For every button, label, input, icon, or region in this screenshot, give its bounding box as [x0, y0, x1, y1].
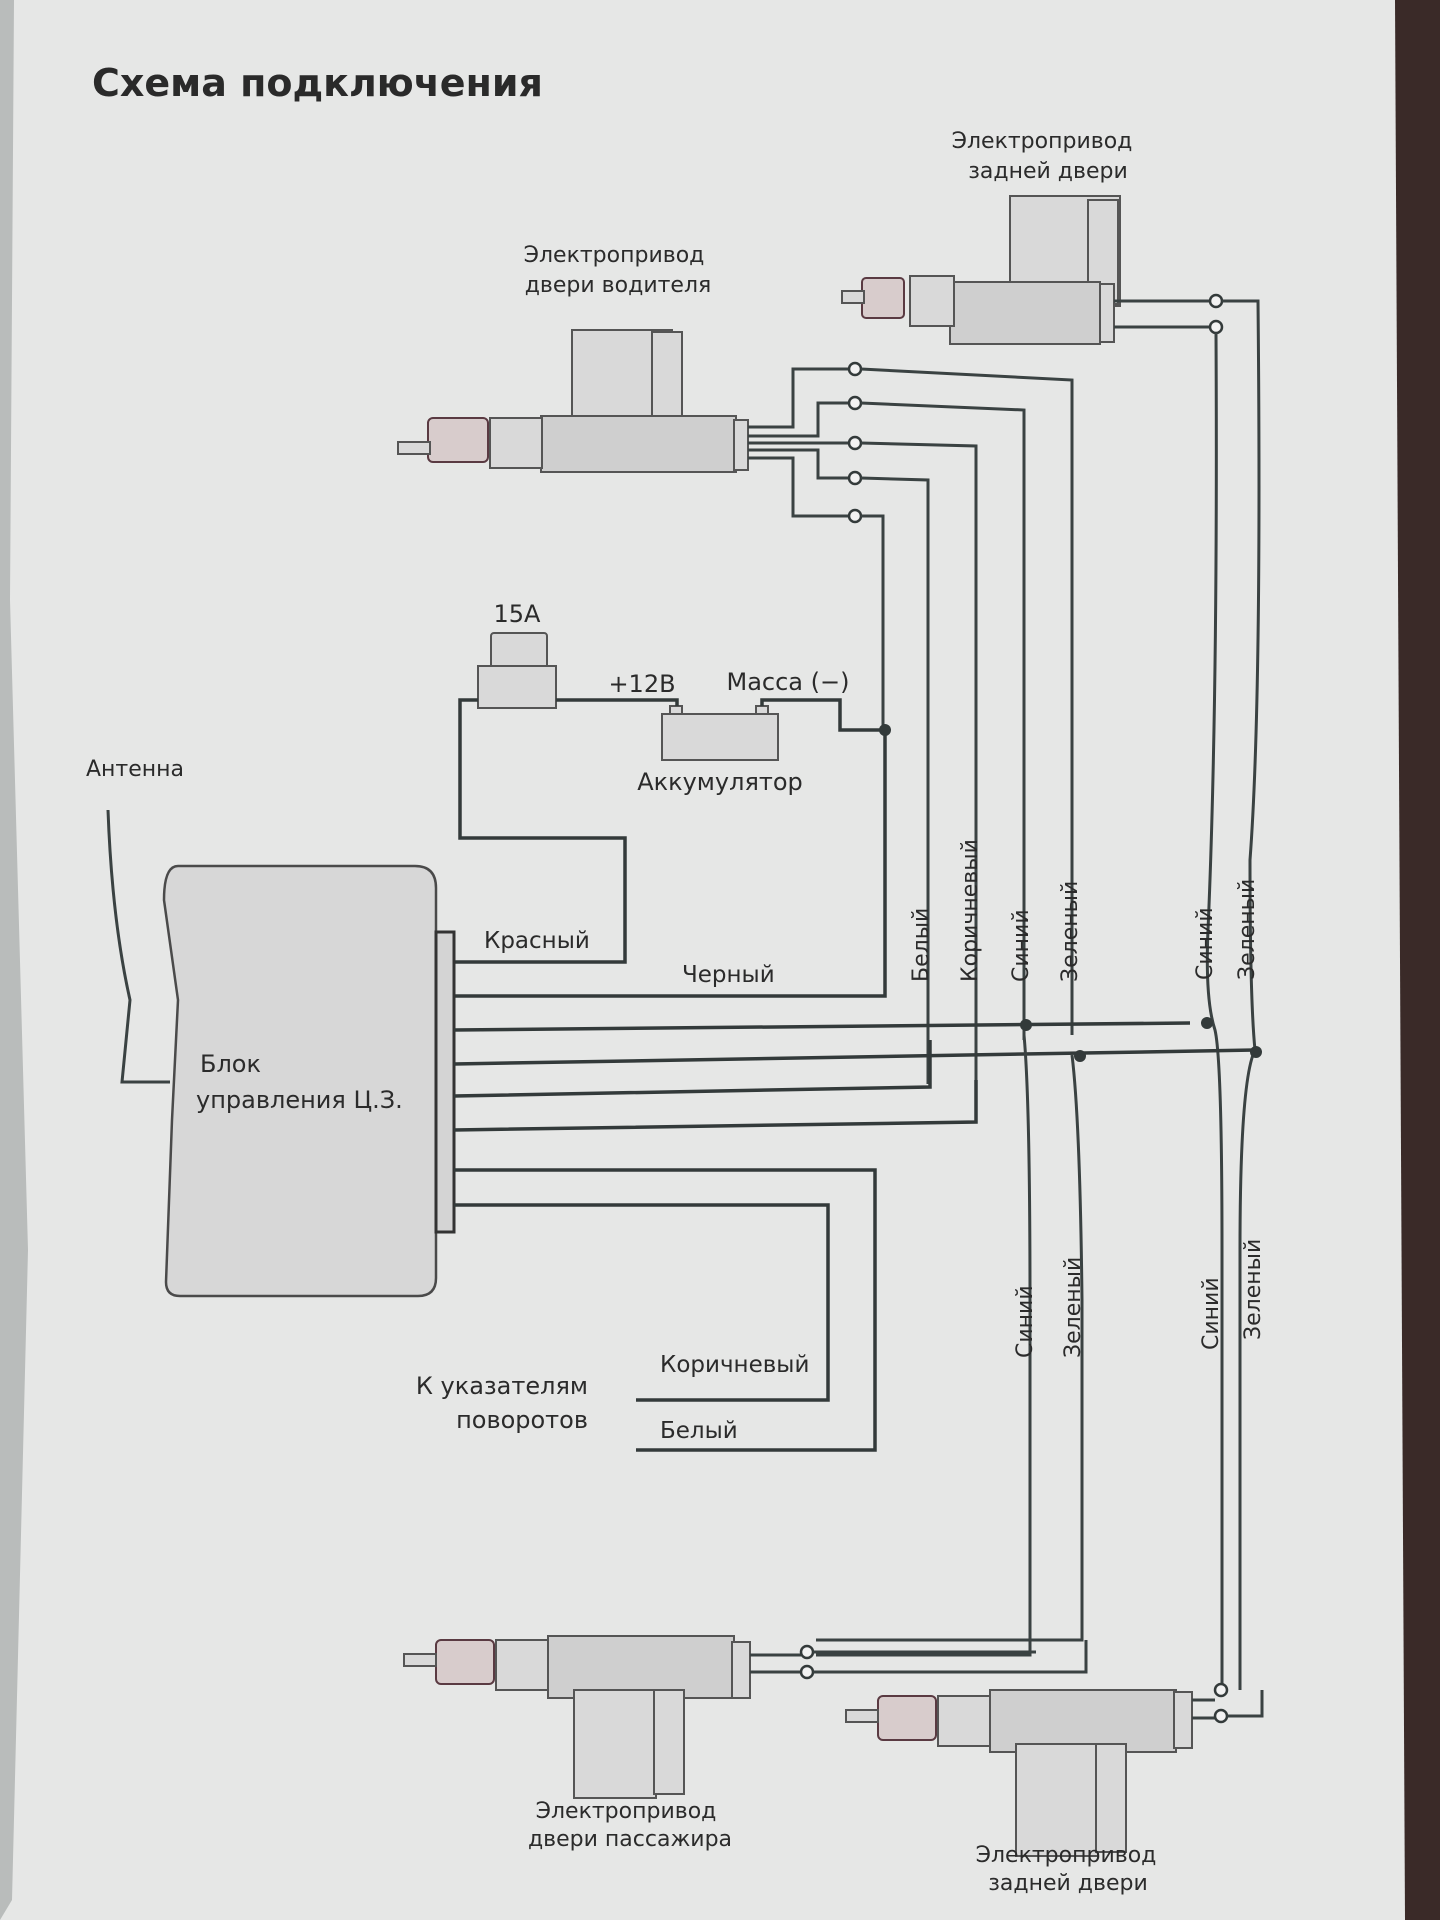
plunger-rod [403, 1653, 437, 1667]
control-unit-label-2: управления Ц.З. [196, 1086, 403, 1114]
rear-bottom-actuator-label-1: Электропривод [976, 1843, 1157, 1868]
battery-label: Аккумулятор [637, 768, 803, 796]
junction-node [1201, 1017, 1213, 1029]
plunger-rod [841, 290, 865, 304]
actuator-end [731, 1641, 751, 1699]
antenna-label: Антенна [86, 757, 184, 782]
rubber-boot [877, 1695, 937, 1741]
battery-negative-terminal [755, 705, 769, 715]
rubber-boot [435, 1639, 495, 1685]
motor-cap [653, 1689, 685, 1795]
actuator-end [1099, 283, 1115, 343]
actuator-neck [489, 417, 543, 469]
terminal [847, 361, 863, 377]
connector-block[interactable] [434, 930, 456, 1234]
power-circuit: 15А +12В Масса (−) Аккумулятор [455, 600, 891, 998]
blue-wire-label: Синий [1009, 909, 1034, 982]
rubber-boot [861, 277, 905, 319]
driver-wires [748, 361, 1074, 1108]
fuse-rating: 15А [494, 600, 542, 628]
green-wire-label-rear: Зеленый [1235, 879, 1260, 980]
rear-top-wires [1114, 293, 1261, 1690]
actuator-neck [495, 1639, 549, 1691]
actuator-body [989, 1689, 1177, 1753]
rear-top-actuator: Электропривод задней двери [841, 129, 1133, 345]
blue-wire-label-lower: Синий [1013, 1285, 1038, 1358]
actuator-body [547, 1635, 735, 1699]
control-unit-label-1: Блок [200, 1050, 261, 1078]
red-wire-label: Красный [484, 928, 590, 954]
wire-labels: Красный Черный Белый Коричневый Синий Зе… [484, 839, 1266, 1358]
driver-actuator: Электропривод двери водителя [397, 243, 749, 473]
diagram-title: Схема подключения [92, 61, 543, 105]
green-wire-label: Зеленый [1058, 881, 1083, 982]
terminal [799, 1644, 815, 1660]
black-wire-label: Черный [682, 962, 775, 988]
fuse-holder [477, 665, 557, 709]
rear-top-actuator-label-1: Электропривод [952, 129, 1133, 154]
blue-wire-label-rear: Синий [1193, 907, 1218, 980]
rubber-boot [427, 417, 489, 463]
motor-cap [1095, 1743, 1127, 1853]
turn-white-label: Белый [660, 1418, 738, 1444]
turn-brown-label: Коричневый [660, 1352, 809, 1378]
rear-top-actuator-label-2: задней двери [968, 159, 1128, 184]
control-unit-box [162, 864, 438, 1298]
paper-shadow [0, 0, 28, 1920]
battery-icon [661, 713, 779, 761]
control-unit: Блок управления Ц.З. [162, 864, 456, 1298]
junction-node [1250, 1046, 1262, 1058]
terminal [1208, 293, 1224, 309]
battery-positive-terminal [669, 705, 683, 715]
white-wire-label: Белый [909, 908, 934, 982]
turn-signals-label-2: поворотов [456, 1406, 588, 1434]
passenger-actuator-label-2: двери пассажира [528, 1827, 732, 1852]
turn-signals-label-1: К указателям [416, 1372, 588, 1400]
actuator-body [949, 281, 1101, 345]
junction-node [1020, 1019, 1032, 1031]
paper-sheet [0, 0, 1405, 1920]
positive-label: +12В [608, 670, 675, 698]
terminal [847, 435, 863, 451]
plunger-rod [845, 1709, 879, 1723]
plunger-rod [397, 441, 431, 455]
terminal [799, 1664, 815, 1680]
motor-housing [1015, 1743, 1099, 1857]
harness-wires [453, 1017, 1262, 1657]
blue-wire-label-lower-rear: Синий [1199, 1277, 1224, 1350]
terminal [1208, 319, 1224, 335]
terminal [1213, 1708, 1229, 1724]
actuator-end [733, 419, 749, 471]
actuator-neck [909, 275, 955, 327]
terminal [1213, 1682, 1229, 1698]
terminal [847, 470, 863, 486]
antenna: Антенна [86, 757, 184, 1084]
junction-node [1074, 1050, 1086, 1062]
rear-bottom-actuator-label-2: задней двери [988, 1871, 1148, 1896]
brown-wire-label: Коричневый [958, 839, 983, 982]
actuator-end [1173, 1691, 1193, 1749]
terminal [847, 395, 863, 411]
rear-bottom-actuator: Электропривод задней двери [845, 1682, 1264, 1896]
driver-actuator-label-2: двери водителя [525, 273, 712, 298]
actuator-neck [937, 1695, 991, 1747]
ground-label: Масса (−) [727, 668, 850, 696]
terminal [847, 508, 863, 524]
green-wire-label-lower: Зеленый [1061, 1257, 1086, 1358]
driver-actuator-label-1: Электропривод [524, 243, 705, 268]
motor-housing [573, 1689, 657, 1799]
junction-node [879, 724, 891, 736]
green-wire-label-lower-rear: Зеленый [1241, 1239, 1266, 1340]
actuator-body [540, 415, 737, 473]
turn-signal-outputs: К указателям поворотов Коричневый Белый [416, 1352, 810, 1444]
passenger-actuator-label-1: Электропривод [536, 1799, 717, 1824]
passenger-actuator: Электропривод двери пассажира [403, 1635, 1088, 1852]
